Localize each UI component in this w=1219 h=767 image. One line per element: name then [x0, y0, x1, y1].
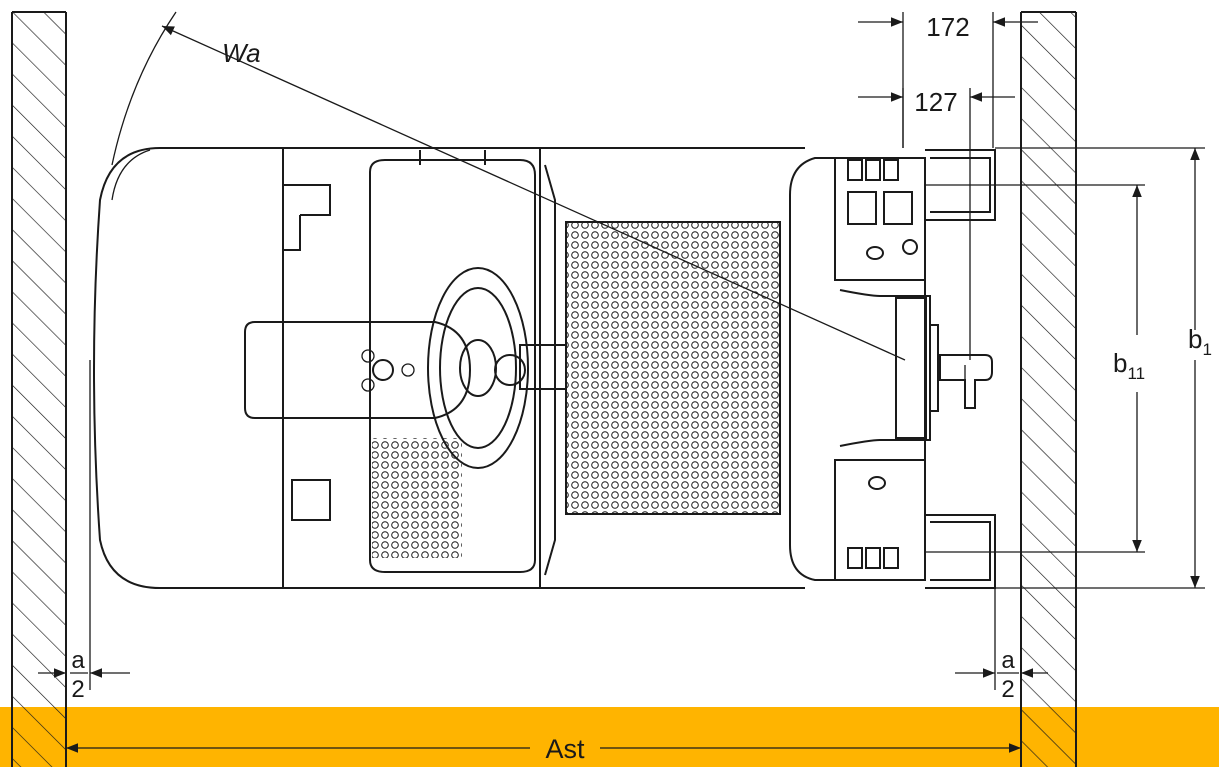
clearance-left: a 2	[38, 360, 130, 703]
left-wall	[11, 11, 67, 767]
width-b1-label: b1	[1188, 324, 1212, 359]
width-b11-letter: b	[1113, 348, 1127, 378]
dimension-ast: Ast	[66, 734, 1021, 764]
width-b1-letter: b	[1188, 324, 1202, 354]
right-wall	[1020, 11, 1077, 767]
clearance-right-numerator: a	[1001, 647, 1015, 674]
dimension-127: 127	[858, 87, 1015, 360]
clearance-left-numerator: a	[71, 647, 85, 674]
dimension-b1: b1	[995, 147, 1212, 589]
turning-radius-wa: Wa	[111, 11, 906, 361]
dimension-172: 172	[858, 12, 1038, 148]
dimension-127-label: 127	[914, 87, 957, 117]
aisle-width-label: Ast	[545, 734, 585, 764]
forklift-top-view	[93, 147, 996, 589]
clearance-right-denominator: 2	[1001, 676, 1014, 703]
width-b11-subscript: 11	[1127, 364, 1145, 383]
aisle-band	[0, 707, 1219, 767]
clearance-right: a 2	[955, 588, 1048, 703]
width-b11-label: b11	[1113, 348, 1145, 383]
dimension-b11: b11	[925, 184, 1145, 553]
width-b1-subscript: 1	[1202, 340, 1211, 359]
dimension-172-label: 172	[926, 12, 969, 42]
turning-radius-label: Wa	[222, 38, 261, 68]
clearance-left-denominator: 2	[71, 676, 84, 703]
